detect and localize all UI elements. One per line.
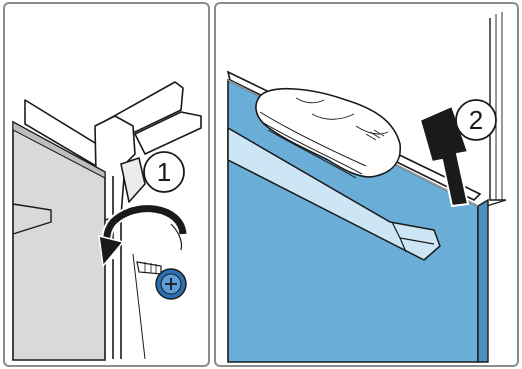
step-1-panel: 1 [3,2,210,367]
step-2-panel: 2 [214,2,519,367]
step-2-number: 2 [469,105,483,135]
step-1-number: 1 [157,157,171,187]
step-2-number-badge: 2 [456,100,496,140]
step-1-number-badge: 1 [144,152,184,192]
screw-icon [137,262,186,299]
step-1-illustration: 1 [5,4,208,365]
step-2-illustration: 2 [216,4,517,365]
curved-arrow-icon [99,209,183,266]
